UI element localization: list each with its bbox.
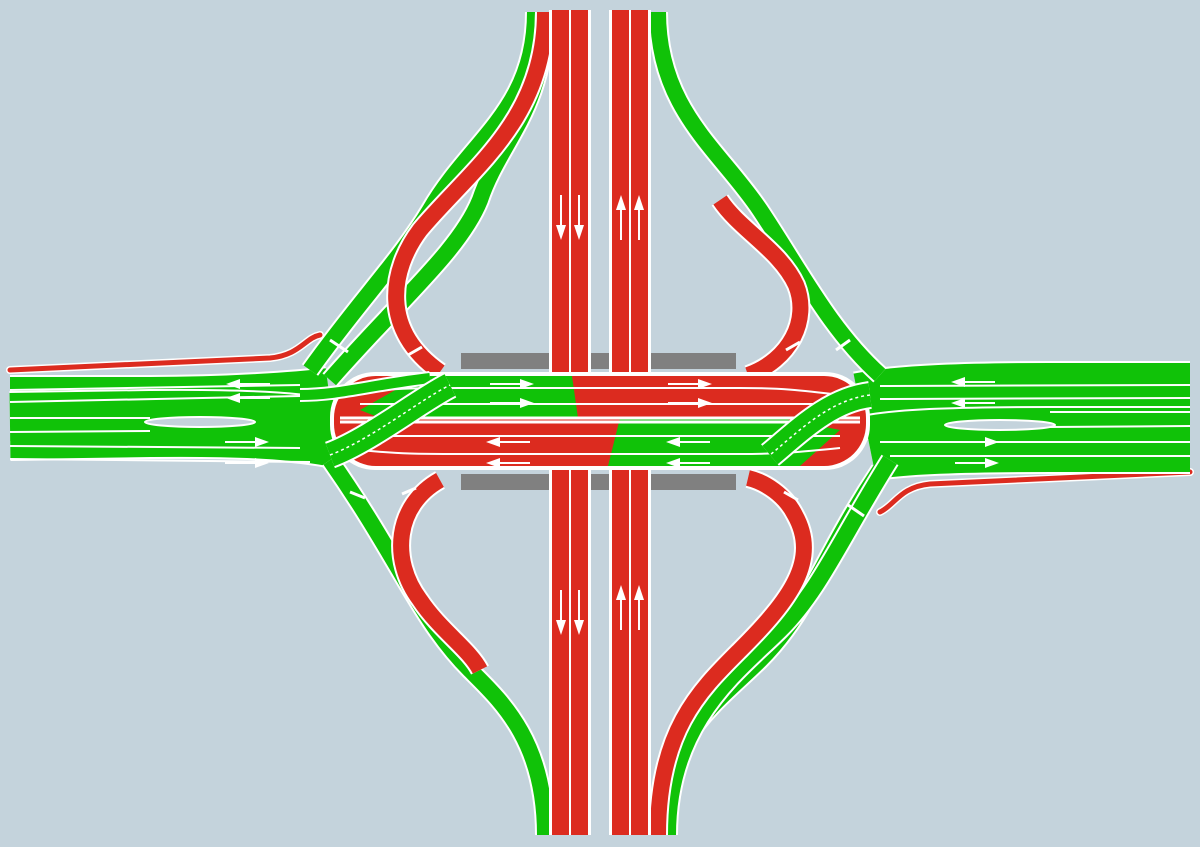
arrows-west-westbound [226,379,270,403]
arrows-east-westbound [951,377,995,408]
arrows-bridge-westbound [486,437,710,468]
se-ramps [648,454,899,836]
west-approach-road [6,331,348,470]
bridge-parapet-north [461,353,736,369]
arrows-west-eastbound [225,437,269,468]
arrows-north-northbound [616,195,644,240]
arrows-bridge-eastbound [490,379,712,408]
arrows-south-northbound [616,585,644,630]
bridge-parapet-south [461,474,736,490]
sw-ramps [321,454,555,836]
east-crossover [761,381,873,466]
arrows-north-southbound [556,195,584,240]
nw-ramps [301,11,555,387]
east-approach-road [853,361,1194,516]
west-crossover [299,371,457,469]
ne-ramps [648,11,887,385]
north-south-main-road [549,10,651,835]
arrows-south-southbound [556,590,584,635]
arrows-east-eastbound [955,437,999,468]
